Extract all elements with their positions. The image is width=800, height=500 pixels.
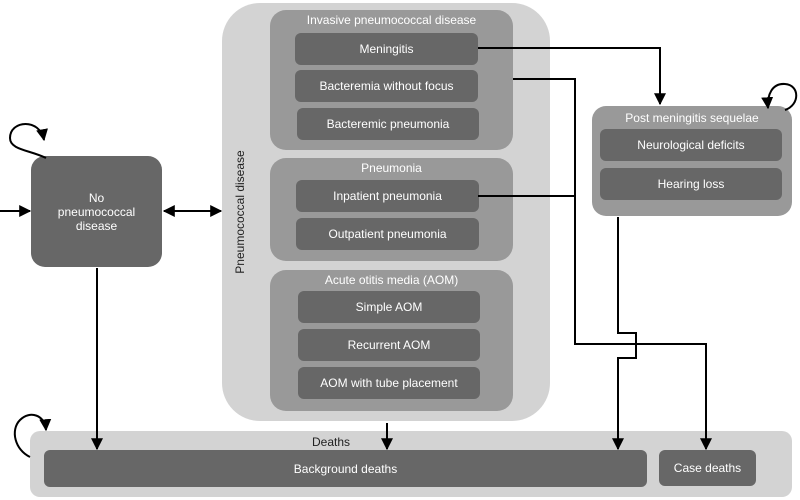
bacteremic-pneumonia-label: Bacteremic pneumonia <box>326 117 450 131</box>
ipd-title: Invasive pneumococcal disease <box>306 13 477 27</box>
background-deaths-label: Background deaths <box>293 461 398 476</box>
case-deaths-label: Case deaths <box>673 461 742 475</box>
state-background-deaths: Background deaths <box>44 450 647 487</box>
state-hearing-loss: Hearing loss <box>600 168 782 200</box>
bacteremia-to-case-deaths <box>513 78 712 451</box>
self-loop-sequelae <box>761 82 798 111</box>
self-loop-deaths <box>13 413 52 458</box>
state-simple-aom: Simple AOM <box>298 291 480 323</box>
aom-tube-label: AOM with tube placement <box>320 376 458 390</box>
state-outpatient-pneumonia: Outpatient pneumonia <box>296 218 479 250</box>
meningitis-label: Meningitis <box>359 42 414 56</box>
self-loop-no-disease <box>8 123 48 159</box>
bacteremia-label: Bacteremia without focus <box>319 79 454 93</box>
aom-group: Acute otitis media (AOM) Simple AOM Recu… <box>270 270 513 411</box>
sequelae-title: Post meningitis sequelae <box>625 111 759 125</box>
state-meningitis: Meningitis <box>295 33 478 65</box>
pneumonia-title: Pneumonia <box>361 161 422 175</box>
state-aom-tube-placement: AOM with tube placement <box>298 367 480 399</box>
pneumonia-group: Pneumonia Inpatient pneumonia Outpatient… <box>270 158 513 261</box>
state-neurological-deficits: Neurological deficits <box>600 129 782 161</box>
no-pneumococcal-disease-node: No pneumococcal disease <box>31 156 162 267</box>
invasive-pneumococcal-disease-group: Invasive pneumococcal disease Meningitis… <box>270 10 513 150</box>
state-case-deaths: Case deaths <box>659 450 756 486</box>
neurological-deficits-label: Neurological deficits <box>637 138 745 152</box>
simple-aom-label: Simple AOM <box>355 300 423 314</box>
deaths-group: Deaths Background deaths Case deaths <box>30 431 792 497</box>
state-bacteremic-pneumonia: Bacteremic pneumonia <box>297 108 479 140</box>
outpatient-pneumonia-label: Outpatient pneumonia <box>328 227 447 241</box>
no-pneumococcal-disease-label: No pneumococcal disease <box>57 190 136 233</box>
sequelae-to-background-deaths <box>612 217 637 451</box>
meningitis-to-sequelae <box>478 47 666 106</box>
hearing-loss-label: Hearing loss <box>657 177 725 191</box>
state-inpatient-pneumonia: Inpatient pneumonia <box>296 180 479 212</box>
aom-title: Acute otitis media (AOM) <box>324 273 459 287</box>
deaths-title: Deaths <box>312 435 351 449</box>
inpatient-pneumonia-label: Inpatient pneumonia <box>333 189 442 203</box>
recurrent-aom-label: Recurrent AOM <box>347 338 431 352</box>
state-bacteremia-without-focus: Bacteremia without focus <box>295 70 478 102</box>
post-meningitis-sequelae-group: Post meningitis sequelae Neurological de… <box>592 106 792 216</box>
state-recurrent-aom: Recurrent AOM <box>298 329 480 361</box>
